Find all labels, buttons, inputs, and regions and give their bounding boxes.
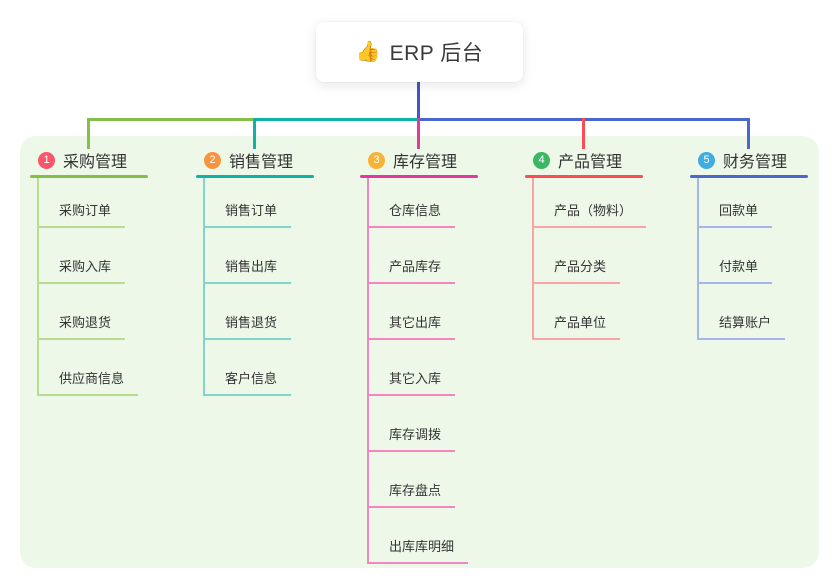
branch-underline: [196, 175, 314, 178]
branch-number-badge: 2: [204, 151, 221, 169]
child-row: 出库库明细: [369, 508, 469, 564]
branch-number-badge: 3: [368, 151, 385, 169]
branch-children: 产品（物料） 产品分类 产品单位: [532, 178, 647, 340]
child-node[interactable]: 销售退货: [205, 312, 292, 340]
child-node[interactable]: 产品（物料）: [534, 200, 647, 228]
branch-children: 回款单 付款单 结算账户: [697, 178, 808, 340]
child-node[interactable]: 采购退货: [39, 312, 126, 340]
child-row: 产品（物料）: [534, 178, 647, 228]
branch-children: 销售订单 销售出库 销售退货 客户信息: [203, 178, 314, 396]
branch-number-badge: 4: [533, 151, 550, 169]
child-row: 其它入库: [369, 340, 456, 396]
connector-drop-3: [417, 118, 420, 149]
branch-children: 仓库信息 产品库存 其它出库 其它入库 库存调拨 库存盘点 出库库明细: [367, 178, 478, 564]
branch-5: 5 财务管理 回款单 付款单 结算账户: [690, 148, 808, 340]
child-node[interactable]: 库存调拨: [369, 424, 456, 452]
child-row: 客户信息: [205, 340, 292, 396]
branches-panel: [20, 136, 819, 568]
child-row: 产品分类: [534, 228, 621, 284]
child-node[interactable]: 出库库明细: [369, 536, 469, 564]
root-title: ERP 后台: [389, 42, 484, 65]
child-row: 供应商信息: [39, 340, 139, 396]
child-row: 销售订单: [205, 178, 292, 228]
child-node[interactable]: 产品分类: [534, 256, 621, 284]
branch-4: 4 产品管理 产品（物料） 产品分类 产品单位: [525, 148, 647, 340]
branch-node[interactable]: 2 销售管理: [196, 148, 314, 172]
child-node[interactable]: 库存盘点: [369, 480, 456, 508]
connector-drop-5: [747, 118, 750, 149]
connector-rail-green: [87, 118, 253, 121]
branch-number-badge: 5: [698, 151, 715, 169]
branch-underline: [690, 175, 808, 178]
branch-label: 销售管理: [229, 154, 294, 171]
child-row: 库存盘点: [369, 452, 456, 508]
child-node[interactable]: 仓库信息: [369, 200, 456, 228]
child-node[interactable]: 采购入库: [39, 256, 126, 284]
child-node[interactable]: 回款单: [699, 200, 773, 228]
child-row: 库存调拨: [369, 396, 456, 452]
branch-node[interactable]: 5 财务管理: [690, 148, 808, 172]
branch-number-badge: 1: [38, 151, 55, 169]
child-row: 产品单位: [534, 284, 621, 340]
child-node[interactable]: 客户信息: [205, 368, 292, 396]
child-node[interactable]: 其它出库: [369, 312, 456, 340]
child-row: 其它出库: [369, 284, 456, 340]
connector-root-stem: [417, 82, 420, 118]
child-row: 采购退货: [39, 284, 126, 340]
child-node[interactable]: 其它入库: [369, 368, 456, 396]
branch-label: 产品管理: [558, 154, 623, 171]
branch-label: 库存管理: [393, 154, 458, 171]
branch-label: 采购管理: [63, 154, 128, 171]
root-node[interactable]: 👍 ERP 后台: [316, 22, 523, 82]
child-row: 采购入库: [39, 228, 126, 284]
branch-1: 1 采购管理 采购订单 采购入库 采购退货 供应商信息: [30, 148, 148, 396]
branch-children: 采购订单 采购入库 采购退货 供应商信息: [37, 178, 148, 396]
child-row: 结算账户: [699, 284, 786, 340]
branch-label: 财务管理: [723, 154, 788, 171]
branch-node[interactable]: 1 采购管理: [30, 148, 148, 172]
child-row: 销售退货: [205, 284, 292, 340]
child-node[interactable]: 结算账户: [699, 312, 786, 340]
connector-drop-2: [253, 118, 256, 149]
child-row: 销售出库: [205, 228, 292, 284]
connector-drop-1: [87, 118, 90, 149]
child-row: 回款单: [699, 178, 773, 228]
child-row: 产品库存: [369, 228, 456, 284]
child-node[interactable]: 产品单位: [534, 312, 621, 340]
child-node[interactable]: 销售出库: [205, 256, 292, 284]
child-node[interactable]: 产品库存: [369, 256, 456, 284]
child-row: 付款单: [699, 228, 773, 284]
child-node[interactable]: 销售订单: [205, 200, 292, 228]
branch-3: 3 库存管理 仓库信息 产品库存 其它出库 其它入库 库存调拨 库存盘点 出库库…: [360, 148, 478, 564]
branch-2: 2 销售管理 销售订单 销售出库 销售退货 客户信息: [196, 148, 314, 396]
child-node[interactable]: 采购订单: [39, 200, 126, 228]
branch-underline: [30, 175, 148, 178]
child-node[interactable]: 供应商信息: [39, 368, 139, 396]
branch-node[interactable]: 4 产品管理: [525, 148, 646, 172]
connector-rail-teal: [253, 118, 417, 121]
branch-underline: [360, 175, 478, 178]
child-row: 采购订单: [39, 178, 126, 228]
branch-node[interactable]: 3 库存管理: [360, 148, 478, 172]
child-node[interactable]: 付款单: [699, 256, 773, 284]
branch-underline: [525, 175, 643, 178]
connector-drop-4: [582, 118, 585, 149]
thumbs-up-icon: 👍: [355, 41, 381, 63]
child-row: 仓库信息: [369, 178, 456, 228]
